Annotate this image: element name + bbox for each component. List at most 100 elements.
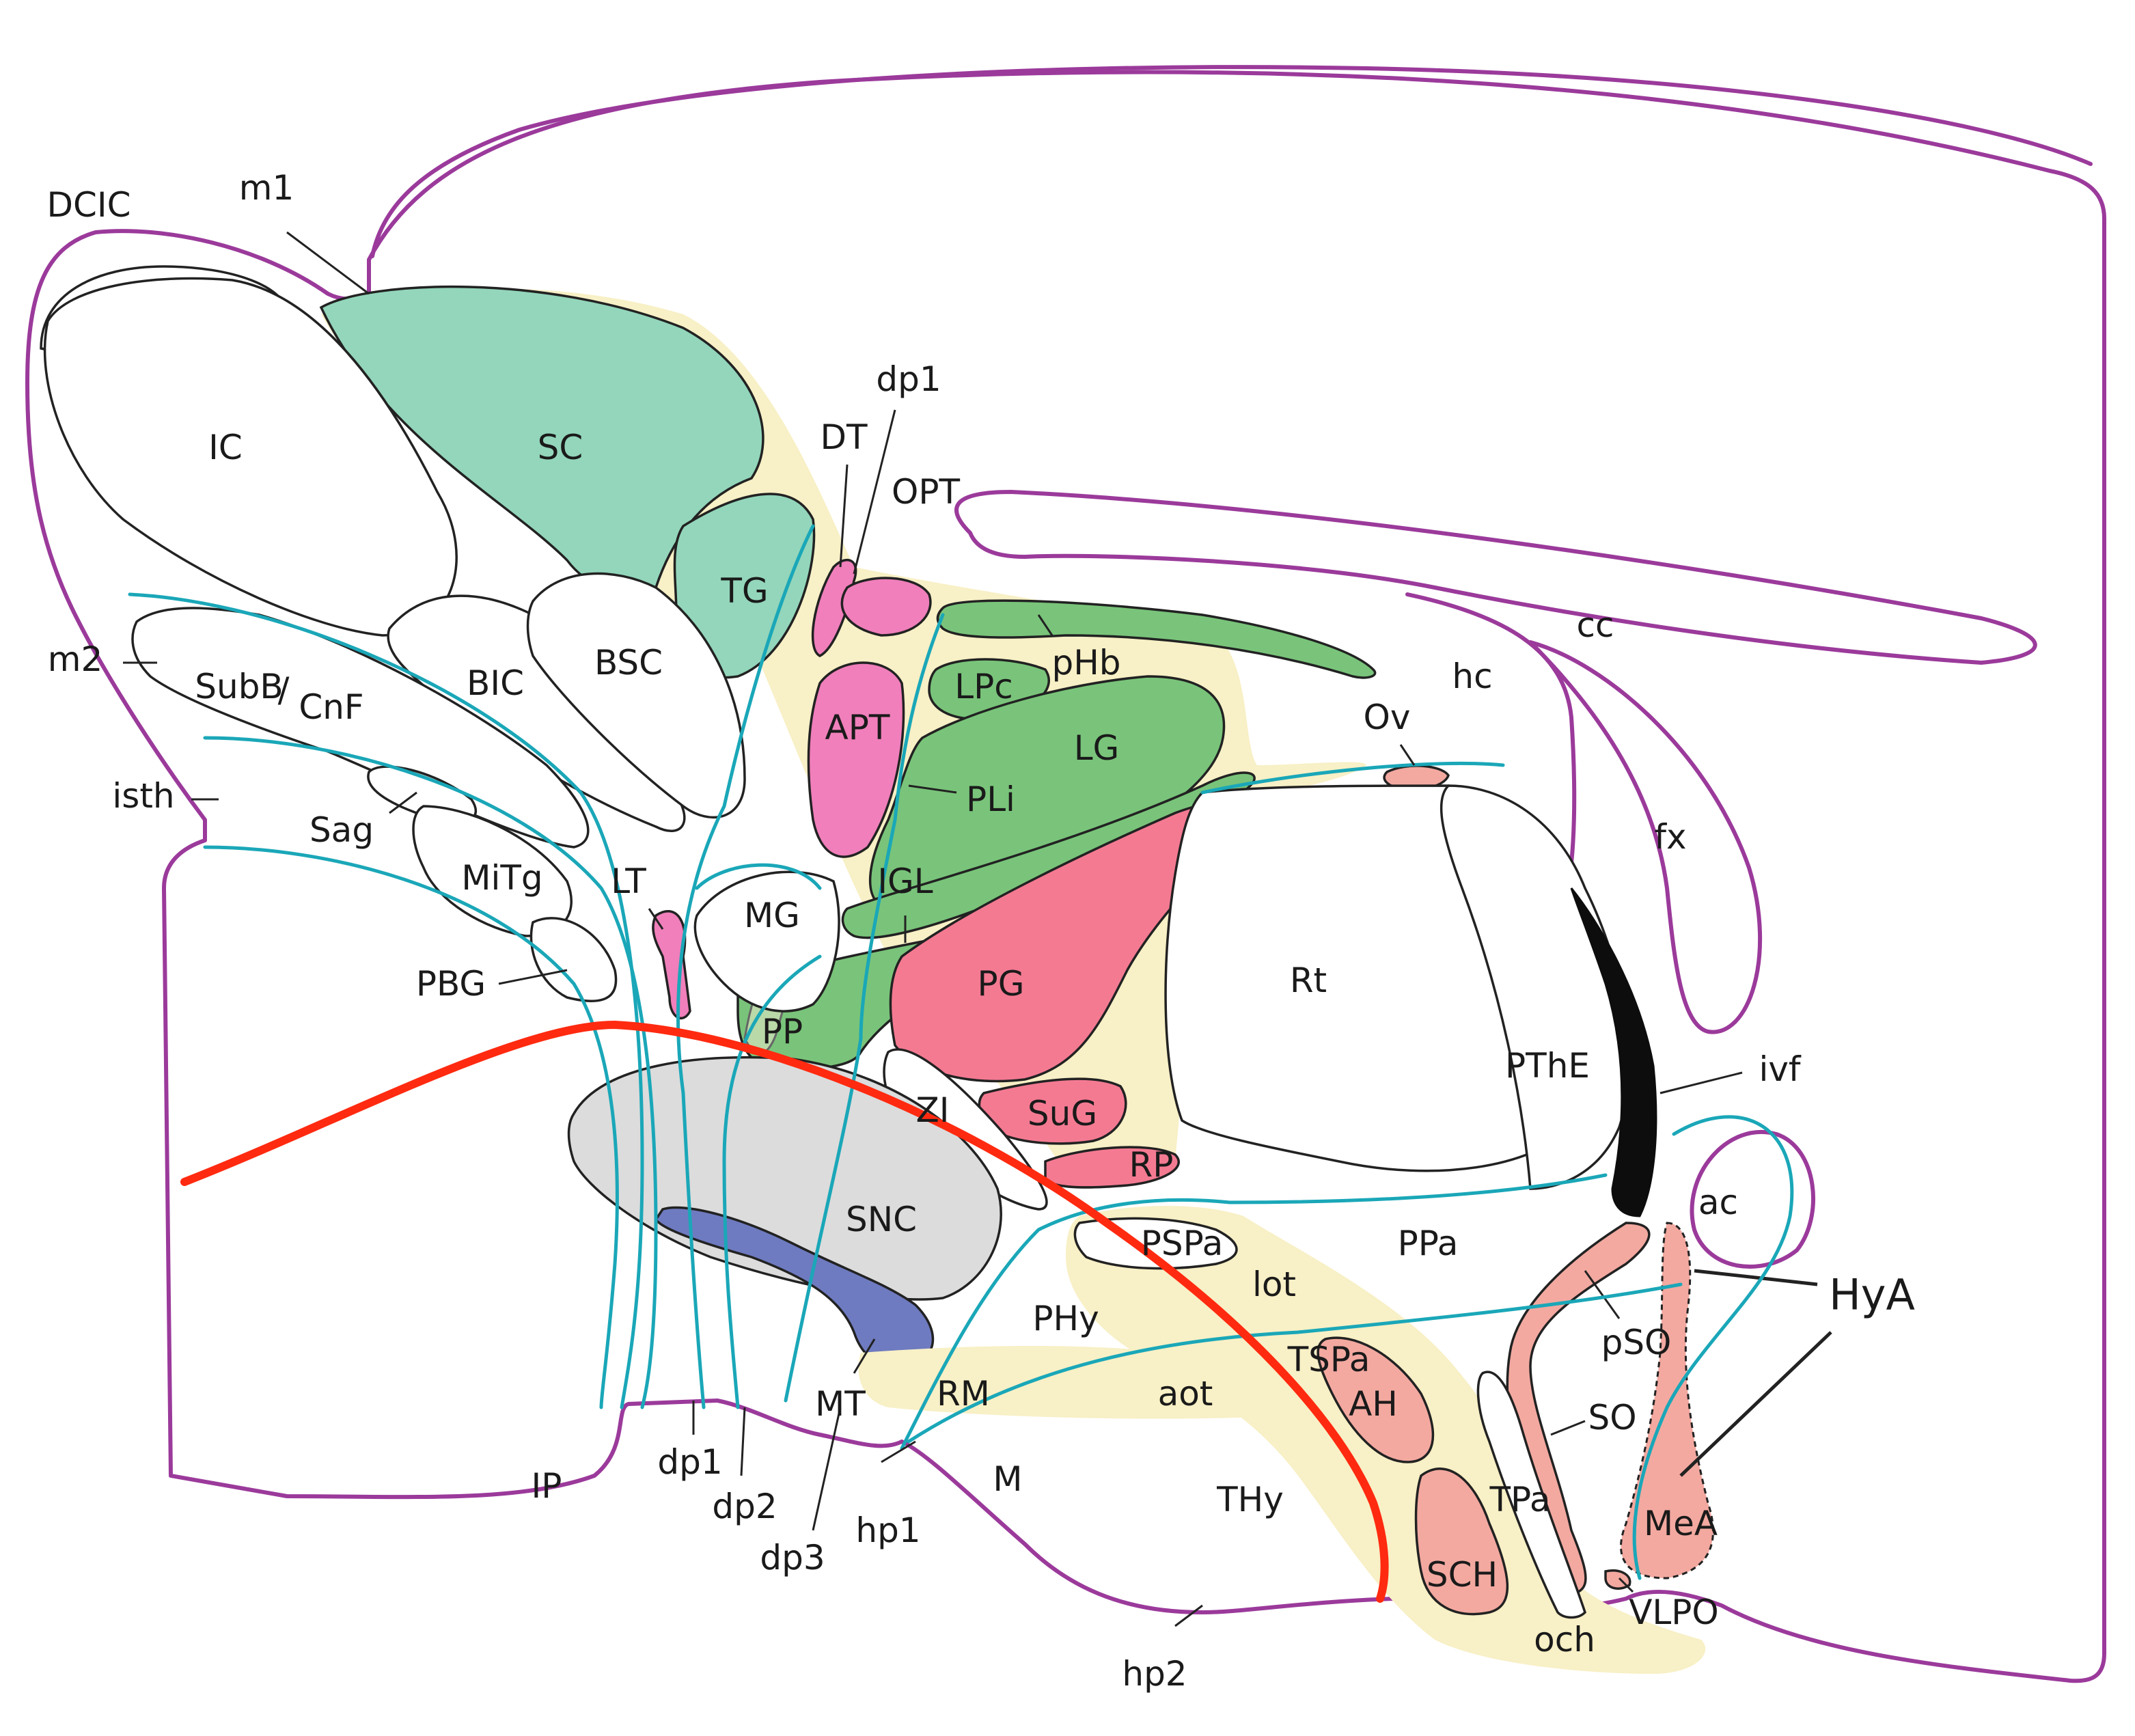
dp3-leader	[812, 1407, 842, 1531]
dp1-top-leader	[853, 409, 896, 575]
SC-region	[319, 285, 765, 592]
label-RM: RM	[937, 1374, 990, 1414]
LT-leader	[648, 908, 664, 930]
label-slash: /	[278, 670, 290, 710]
pHb-leader	[1037, 614, 1053, 636]
label-isth: isth	[112, 776, 174, 816]
DT-region	[811, 559, 857, 657]
label-OPT: OPT	[892, 472, 961, 512]
label-VLPO: VLPO	[1629, 1593, 1719, 1632]
label-CnF: CnF	[299, 687, 363, 727]
IC-region	[43, 277, 458, 637]
misc-leaders	[123, 409, 1416, 1627]
label-MiTg: MiTg	[461, 858, 542, 898]
label-SC: SC	[538, 428, 583, 467]
ivf-leader	[1659, 1071, 1743, 1094]
hypothalamus	[853, 1206, 1832, 1674]
label-PP: PP	[762, 1012, 803, 1051]
Sag-leader	[389, 791, 417, 814]
hp1-leader	[881, 1440, 916, 1463]
label-Rt: Rt	[1290, 961, 1327, 1000]
corpus-callosum	[954, 490, 2037, 665]
isth-boundary-2	[203, 845, 619, 1409]
HyA-leader-upper	[1694, 1269, 1818, 1286]
fornix	[1528, 640, 1763, 1034]
label-hp2: hp2	[1122, 1654, 1187, 1694]
OPT-region	[840, 577, 932, 637]
label-DCIC: DCIC	[46, 185, 130, 225]
boundaries	[128, 524, 1794, 1580]
label-PThE: PThE	[1505, 1046, 1590, 1086]
label-dp3: dp3	[760, 1538, 825, 1577]
prethalamus	[883, 764, 1743, 1217]
midbrain-nuclei	[40, 265, 746, 1020]
APT-region	[807, 661, 905, 858]
label-M: M	[993, 1459, 1022, 1499]
PBG-leader	[498, 969, 568, 985]
MG-boundary	[695, 863, 822, 890]
PLi-leader	[908, 784, 957, 794]
label-fx: fx	[1654, 817, 1686, 857]
label-MeA: MeA	[1644, 1504, 1718, 1543]
outer-outline	[25, 65, 2106, 1683]
label-hc: hc	[1452, 657, 1492, 696]
label-m1: m1	[239, 168, 294, 208]
aot-region	[858, 1346, 1307, 1419]
label-HyA: HyA	[1829, 1270, 1915, 1320]
label-BIC: BIC	[467, 663, 524, 703]
MeA-region	[1620, 1222, 1714, 1580]
label-IGL: IGL	[877, 862, 933, 901]
HyA-leader-lower	[1679, 1331, 1832, 1477]
label-RP: RP	[1129, 1145, 1174, 1185]
label-cc: cc	[1577, 605, 1614, 645]
label-dp1-top: dp1	[876, 359, 941, 399]
label-lot: lot	[1252, 1265, 1296, 1304]
m2-boundary	[203, 736, 658, 1409]
label-ZI: ZI	[916, 1090, 950, 1130]
DT-leader	[839, 464, 849, 568]
label-aot: aot	[1158, 1374, 1213, 1414]
SO-leader	[1550, 1420, 1586, 1436]
label-ac: ac	[1698, 1183, 1738, 1222]
label-pHb: pHb	[1051, 643, 1120, 683]
Ov-leader	[1399, 744, 1416, 766]
label-TSPa: TSPa	[1287, 1340, 1370, 1379]
label-och: och	[1534, 1620, 1595, 1659]
ivf-region	[1570, 887, 1657, 1217]
hp1-boundary	[900, 1173, 1608, 1450]
SNC-region	[567, 1056, 1002, 1301]
labels: DCIC m1 IC SC DT dp1 OPT TG m2 SubB / Cn…	[46, 168, 1914, 1694]
label-PHy: PHy	[1032, 1299, 1099, 1338]
label-PSPa: PSPa	[1141, 1224, 1223, 1263]
dp2-leader	[740, 1407, 746, 1476]
label-m2: m2	[48, 639, 103, 679]
label-BSC: BSC	[594, 643, 663, 683]
label-SO: SO	[1588, 1398, 1636, 1437]
label-SNC: SNC	[846, 1200, 917, 1239]
PBG-region	[529, 917, 618, 1002]
label-LT: LT	[611, 862, 646, 901]
pretectum	[807, 559, 932, 858]
dp3-boundary	[722, 954, 822, 1409]
alar-basal-boundary	[180, 1020, 1389, 1603]
label-LPc: LPc	[954, 667, 1013, 706]
label-TG: TG	[720, 571, 768, 611]
ac-outline	[1690, 1129, 1815, 1269]
label-PLi: PLi	[966, 780, 1015, 819]
label-AH: AH	[1349, 1384, 1398, 1424]
cortex-surface-arc	[370, 65, 2093, 258]
label-dp1-bottom: dp1	[657, 1442, 722, 1482]
label-SubB: SubB	[195, 667, 283, 706]
label-PG: PG	[978, 964, 1025, 1004]
label-TPa: TPa	[1489, 1480, 1550, 1519]
alar-hy-boundary	[907, 1282, 1683, 1444]
pHb-region	[936, 599, 1377, 679]
label-PBG: PBG	[416, 964, 486, 1004]
label-Sag: Sag	[309, 810, 374, 850]
label-IC: IC	[208, 428, 243, 467]
label-IP: IP	[532, 1466, 562, 1506]
isthmus-boundary	[128, 592, 644, 1409]
MT-leader	[853, 1338, 876, 1374]
label-Ov: Ov	[1364, 698, 1411, 737]
